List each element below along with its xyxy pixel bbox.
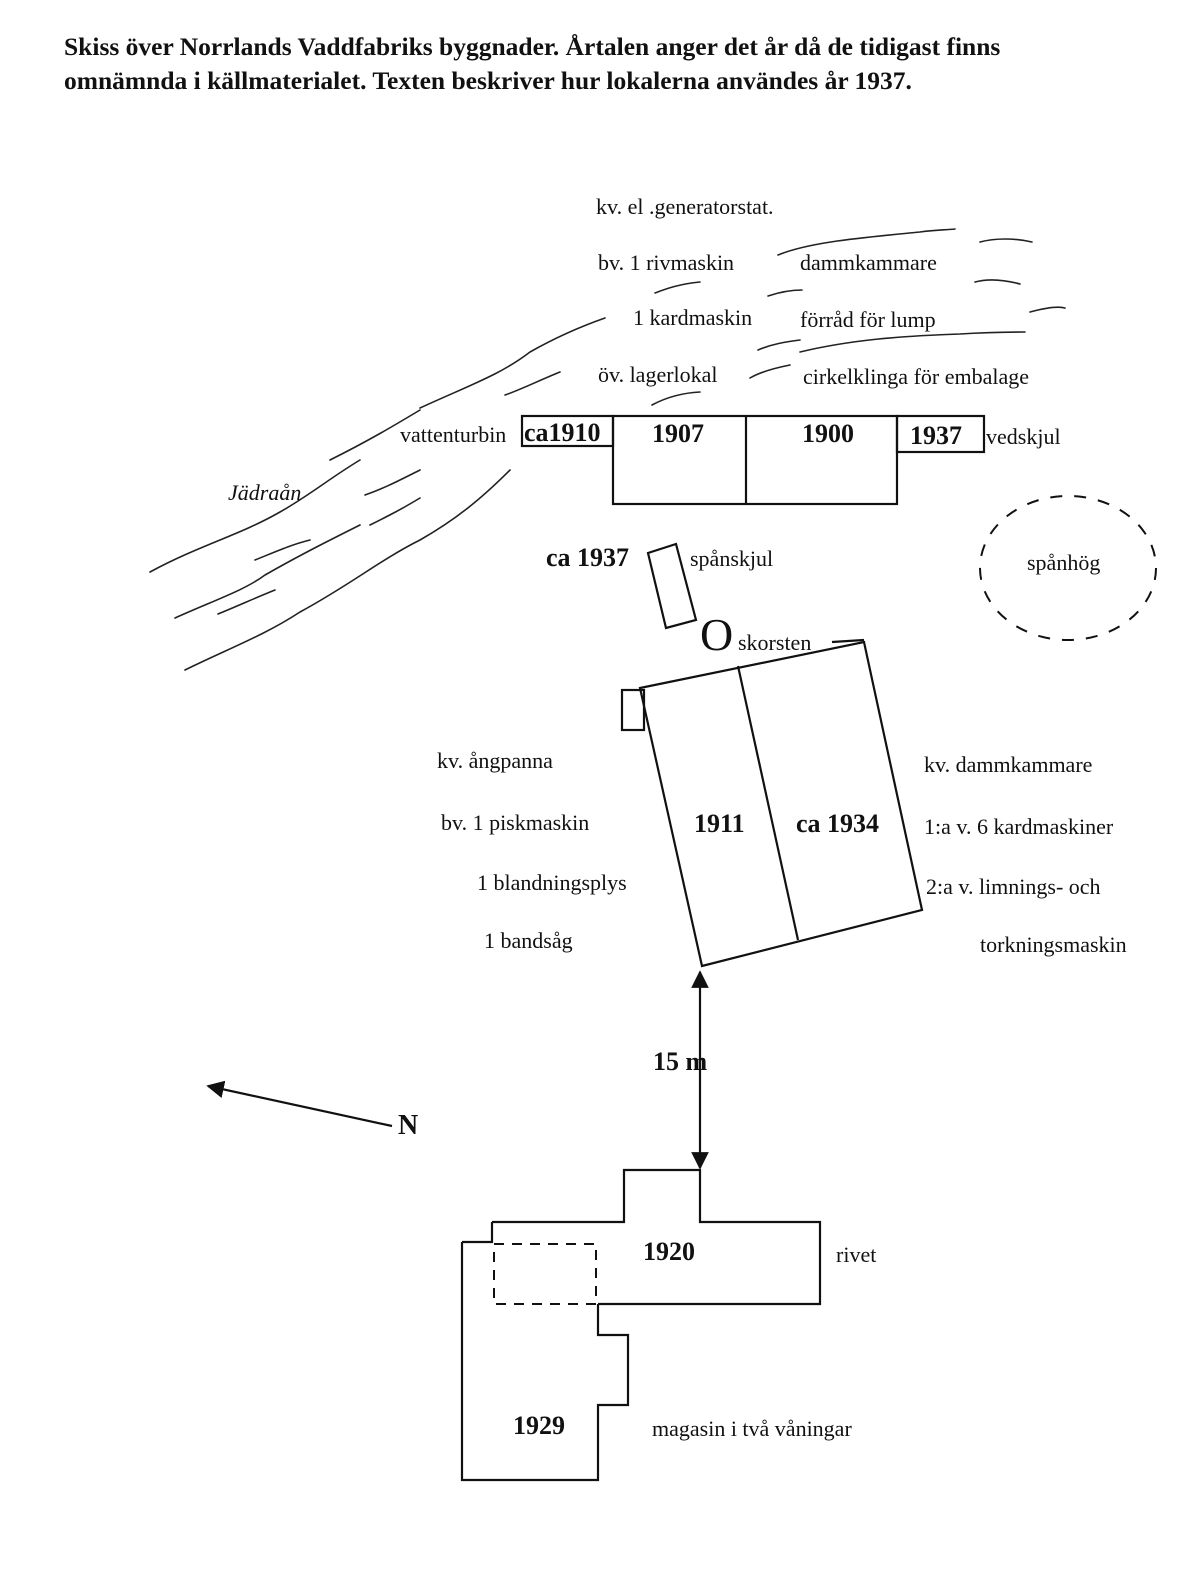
main-usage-left-4: 1 bandsåg bbox=[484, 928, 573, 953]
north-usage-2: bv. 1 rivmaskin bbox=[598, 250, 734, 275]
year-1937: 1937 bbox=[910, 421, 962, 450]
north-usage-right-3: cirkelklinga för embalage bbox=[803, 364, 1029, 389]
north-usage-right-1: dammkammare bbox=[800, 250, 937, 275]
north-building bbox=[520, 414, 986, 506]
shavings-pile bbox=[979, 495, 1157, 641]
year-1900: 1900 bbox=[802, 419, 854, 448]
north-label: N bbox=[398, 1110, 418, 1141]
year-1920: 1920 bbox=[643, 1237, 695, 1266]
note-rivet: rivet bbox=[836, 1242, 876, 1267]
north-usage-right-2: förråd för lump bbox=[800, 307, 936, 332]
shed-label: vedskjul bbox=[986, 424, 1061, 449]
river-waves bbox=[149, 228, 1066, 671]
shavings-shed-year: ca 1937 bbox=[546, 543, 629, 572]
caption: Skiss över Norrlands Vaddfabriks byggnad… bbox=[64, 30, 1164, 98]
shavings-shed-label: spånskjul bbox=[690, 546, 773, 571]
main-usage-left-3: 1 blandningsplys bbox=[477, 870, 627, 895]
shavings-shed bbox=[646, 542, 698, 630]
year-ca1910: ca1910 bbox=[524, 418, 601, 447]
shavings-pile-label: spånhög bbox=[1027, 550, 1100, 575]
main-usage-right-1: kv. dammkammare bbox=[924, 752, 1092, 777]
south-building-1920 bbox=[492, 1168, 822, 1306]
main-building bbox=[620, 638, 924, 968]
south-building-1929 bbox=[460, 1222, 630, 1482]
chimney-label: skorsten bbox=[738, 630, 811, 655]
main-usage-left-1: kv. ångpanna bbox=[437, 748, 553, 773]
caption-line-1: Skiss över Norrlands Vaddfabriks byggnad… bbox=[64, 32, 1001, 61]
main-usage-left-2: bv. 1 piskmaskin bbox=[441, 810, 589, 835]
turbine-label: vattenturbin bbox=[400, 422, 506, 447]
note-magasin: magasin i två våningar bbox=[652, 1416, 852, 1441]
distance-label: 15 m bbox=[653, 1047, 708, 1076]
year-1929: 1929 bbox=[513, 1411, 565, 1440]
main-usage-right-4: torkningsmaskin bbox=[980, 932, 1127, 957]
north-usage-1: kv. el .generatorstat. bbox=[596, 194, 774, 219]
chimney-symbol: O bbox=[700, 609, 733, 660]
north-usage-4: öv. lagerlokal bbox=[598, 362, 718, 387]
year-1911: 1911 bbox=[694, 809, 745, 838]
north-arrow bbox=[206, 1080, 393, 1128]
river-name: Jädraån bbox=[228, 480, 301, 505]
caption-line-2: omnämnda i källmaterialet. Texten beskri… bbox=[64, 66, 912, 95]
main-usage-right-3: 2:a v. limnings- och bbox=[926, 874, 1101, 899]
year-ca1934: ca 1934 bbox=[796, 809, 879, 838]
north-usage-3: 1 kardmaskin bbox=[633, 305, 752, 330]
main-usage-right-2: 1:a v. 6 kardmaskiner bbox=[924, 814, 1114, 839]
year-1907: 1907 bbox=[652, 419, 704, 448]
